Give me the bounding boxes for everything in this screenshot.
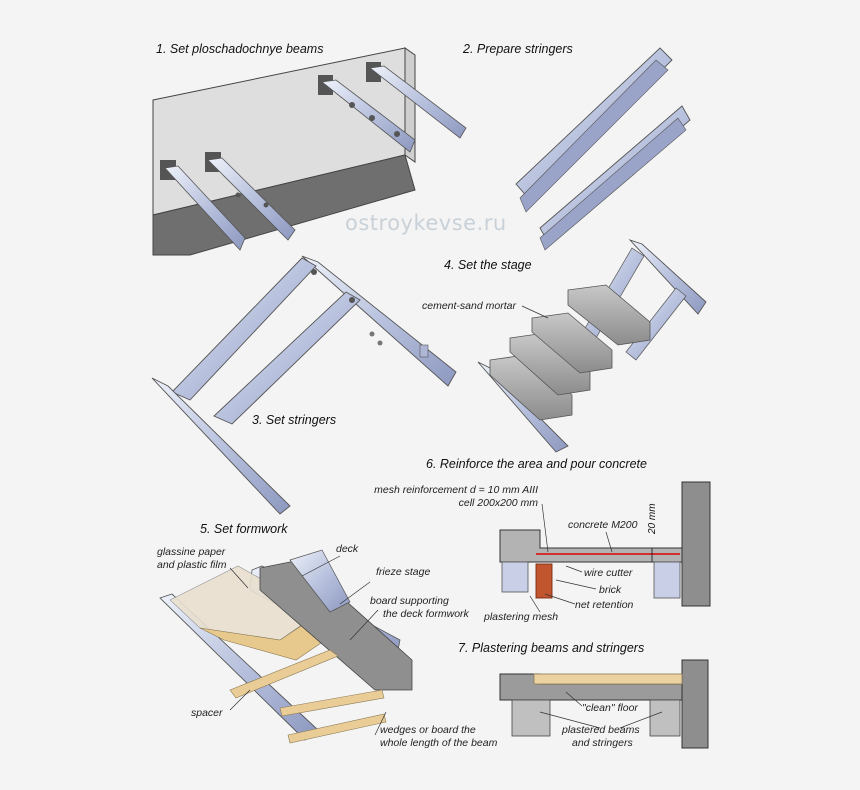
label-clean-floor: "clean" floor [582, 702, 638, 714]
landing-beam-4 [369, 65, 467, 139]
label-wire-cutter: wire cutter [584, 567, 633, 579]
step-3 [531, 312, 613, 374]
step-6-caption: 6. Reinforce the area and pour concrete [426, 457, 647, 471]
spacer-board-1 [229, 649, 339, 699]
step-5-caption: 5. Set formwork [200, 522, 288, 536]
step-7-caption: 7. Plastering beams and stringers [458, 641, 645, 655]
spacer-board-3 [287, 713, 387, 744]
landing-beam-3 [321, 79, 416, 153]
label-board-support-1: board supporting [370, 595, 449, 607]
stringer-right [213, 291, 361, 425]
step-1-caption: 1. Set ploschadochnye beams [156, 42, 324, 56]
label-plastered-1: plastered beams [562, 724, 640, 736]
label-glassine-1: glassine paper [157, 546, 226, 558]
panel-2-stringers [515, 47, 691, 251]
label-brick: brick [599, 584, 622, 596]
leader-lines [229, 305, 663, 736]
wall-side [404, 47, 416, 163]
slab-section [499, 529, 683, 563]
wall-section [681, 481, 711, 607]
floor-slab [152, 154, 416, 256]
label-mesh-reinforcement-1: mesh reinforcement d = 10 mm AIII [374, 484, 538, 496]
label-mesh-reinforcement-2: cell 200x200 mm [458, 497, 538, 509]
landing-beam-1 [164, 165, 246, 251]
glassine-sheet [169, 565, 321, 641]
panel-5-formwork [159, 549, 413, 744]
label-plastering-mesh: plastering mesh [484, 611, 559, 623]
label-glassine-2: and plastic film [157, 559, 227, 571]
step-4 [567, 284, 651, 346]
label-board-support-2: the deck formwork [383, 608, 469, 620]
watermark: ostroykevse.ru [345, 211, 507, 235]
label-spacer: spacer [191, 707, 223, 719]
label-wedges-2: whole length of the beam [380, 737, 498, 749]
brick [535, 563, 553, 599]
panel-1-landing-beams [152, 47, 467, 256]
step-2-caption: 2. Prepare stringers [463, 42, 573, 56]
label-cement-sand-mortar: cement-sand mortar [422, 300, 516, 312]
panel-7-section [499, 659, 709, 749]
label-dim-20mm: 20 mm [647, 503, 658, 534]
step-4-caption: 4. Set the stage [444, 258, 532, 272]
label-frieze-stage: frieze stage [376, 566, 431, 578]
panel-4-steps [477, 239, 707, 453]
stringer-left [171, 257, 317, 401]
label-deck: deck [336, 543, 359, 555]
spacer-board-2 [279, 689, 385, 717]
landing-beam-2 [207, 157, 296, 241]
step-3-caption: 3. Set stringers [252, 413, 337, 427]
label-plastered-2: and stringers [572, 737, 633, 749]
label-wedges-1: wedges or board the [380, 724, 476, 736]
label-net-retention: net retention [575, 599, 634, 611]
clean-floor [533, 673, 683, 685]
bottom-beam [151, 377, 291, 515]
label-concrete: concrete M200 [568, 519, 638, 531]
panel-6-section [499, 481, 711, 607]
panel-3-set-stringers [151, 255, 457, 515]
landing-beam [301, 255, 457, 387]
